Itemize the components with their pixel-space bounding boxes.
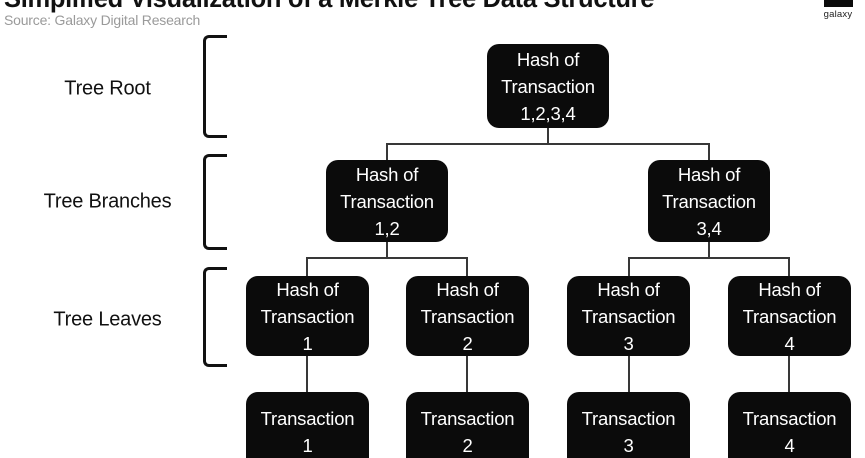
galaxy-logo-text: galaxy xyxy=(823,9,853,20)
galaxy-logo: galaxy xyxy=(818,0,858,20)
connector-tx3-stem xyxy=(628,356,630,392)
connector-tx1-stem xyxy=(306,356,308,392)
node-transaction-1: Transaction 1 xyxy=(246,392,369,458)
connector-tx2-stem xyxy=(466,356,468,392)
connector-leaf2-drop xyxy=(466,257,468,276)
node-hash-root: Hash of Transaction 1,2,3,4 xyxy=(487,44,609,128)
connector-root-stem xyxy=(547,128,549,145)
bracket-tree-leaves xyxy=(203,267,227,367)
node-hash-leaf-3: Hash of Transaction 3 xyxy=(567,276,690,356)
bracket-tree-branches xyxy=(203,154,227,250)
node-hash-branch-34: Hash of Transaction 3,4 xyxy=(648,160,770,242)
connector-branch-right-drop xyxy=(708,143,710,160)
source-caption: Source: Galaxy Digital Research xyxy=(4,12,201,28)
connector-branch-right-stem xyxy=(708,242,710,259)
bracket-tree-root xyxy=(203,35,227,138)
connector-leaf3-drop xyxy=(628,257,630,276)
connector-root-rail xyxy=(386,143,710,145)
connector-leaf4-drop xyxy=(788,257,790,276)
connector-tx4-stem xyxy=(788,356,790,392)
connector-leaf1-drop xyxy=(306,257,308,276)
node-transaction-2: Transaction 2 xyxy=(406,392,529,458)
row-label-tree-root: Tree Root xyxy=(64,77,151,100)
page-title: Simplified Visualization of a Merkle Tre… xyxy=(4,0,654,14)
connector-branch-right-rail xyxy=(628,257,790,259)
node-hash-branch-12: Hash of Transaction 1,2 xyxy=(326,160,448,242)
node-transaction-4: Transaction 4 xyxy=(728,392,851,458)
node-hash-leaf-1: Hash of Transaction 1 xyxy=(246,276,369,356)
connector-branch-left-rail xyxy=(306,257,468,259)
connector-branch-left-stem xyxy=(386,242,388,259)
connector-branch-left-drop xyxy=(386,143,388,160)
node-transaction-3: Transaction 3 xyxy=(567,392,690,458)
node-hash-leaf-4: Hash of Transaction 4 xyxy=(728,276,851,356)
galaxy-logo-icon xyxy=(823,0,853,7)
node-hash-leaf-2: Hash of Transaction 2 xyxy=(406,276,529,356)
row-label-tree-branches: Tree Branches xyxy=(43,190,172,213)
row-label-tree-leaves: Tree Leaves xyxy=(53,308,162,331)
